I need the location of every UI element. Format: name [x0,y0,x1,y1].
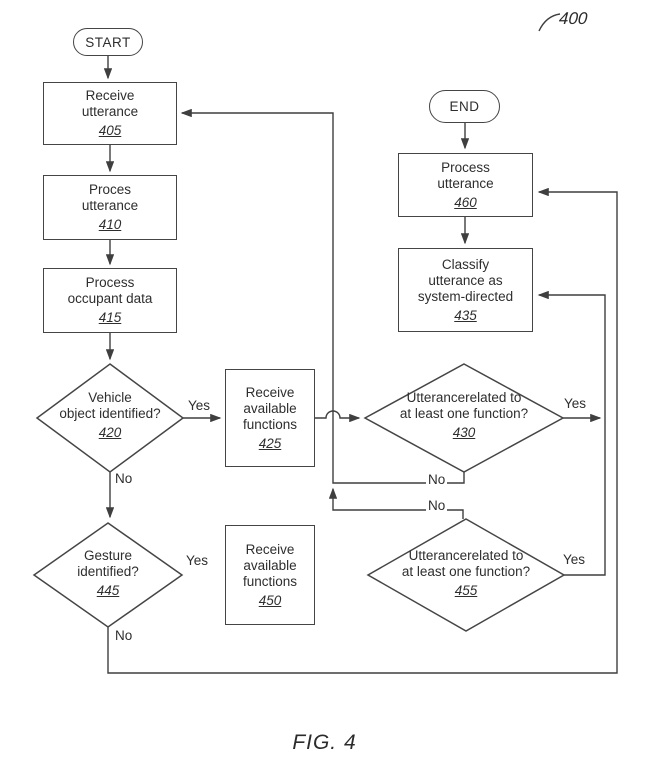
edge-445-no-to-460 [107,187,618,674]
process-classify-system-directed-435: Classify utterance as system-directed 43… [398,248,533,332]
label-yes-445: Yes [184,553,211,568]
node-text: Utterancerelated to at least one functio… [399,390,529,421]
node-text: Receive utterance [81,88,139,119]
node-text: Gesture identified? [77,548,139,579]
label-yes-455: Yes [561,552,588,567]
decision-utterance-related-455: Utterancerelated to at least one functio… [371,548,561,599]
process-receive-available-functions-450: Receive available functions 450 [225,525,315,625]
decision-vehicle-object-420: Vehicle object identified? 420 [50,390,170,441]
node-text: Proces utterance [81,182,139,213]
label-yes-420: Yes [186,398,213,413]
node-ref-number: 405 [98,123,122,138]
node-text: Receive available functions [242,541,298,589]
process-proces-utterance-410: Proces utterance 410 [43,175,177,240]
label-no-420: No [113,471,135,486]
edge-455-no-to-return [328,487,464,519]
decision-455-shape [366,518,566,632]
node-text: Process utterance [437,159,494,191]
node-ref-number: 460 [454,194,477,210]
node-ref-number: 435 [454,307,477,323]
reference-leader-line [538,13,561,32]
node-text: Vehicle object identified? [59,390,161,421]
start-terminal: START [73,28,143,56]
label-yes-430: Yes [562,396,589,411]
end-label: END [449,99,480,114]
process-utterance-460: Process utterance 460 [398,153,533,217]
edge-425-to-430 [315,410,361,423]
decision-420-shape [35,363,185,473]
figure-reference-number: 400 [558,9,589,28]
decision-utterance-related-430: Utterancerelated to at least one functio… [369,390,559,441]
decision-gesture-identified-445: Gesture identified? 445 [48,548,168,599]
figure-caption: FIG. 4 [292,731,357,754]
label-no-455: No [426,498,448,513]
node-text: Classify utterance as system-directed [417,256,514,304]
node-ref-number: 455 [454,583,478,598]
edge-430-no-return-to-405 [180,108,465,484]
process-receive-utterance-405: Receive utterance 405 [43,82,177,145]
node-ref-number: 410 [98,217,122,232]
process-receive-available-functions-425: Receive available functions 425 [225,369,315,467]
label-no-430: No [426,472,448,487]
process-occupant-data-415: Process occupant data 415 [43,268,177,333]
start-label: START [85,34,131,50]
node-ref-number: 430 [452,425,476,440]
node-ref-number: 450 [258,592,282,608]
end-terminal: END [429,90,500,123]
node-ref-number: 445 [96,583,120,598]
decision-445-shape [32,522,184,628]
label-no-445: No [113,628,135,643]
node-ref-number: 425 [258,435,282,451]
node-ref-number: 420 [98,425,122,440]
edge-455-yes-to-435 [537,290,606,576]
node-ref-number: 415 [98,310,122,325]
node-text: Receive available functions [242,384,298,432]
decision-430-shape [363,363,565,473]
node-text: Process occupant data [67,275,153,306]
node-text: Utterancerelated to at least one functio… [401,548,531,579]
